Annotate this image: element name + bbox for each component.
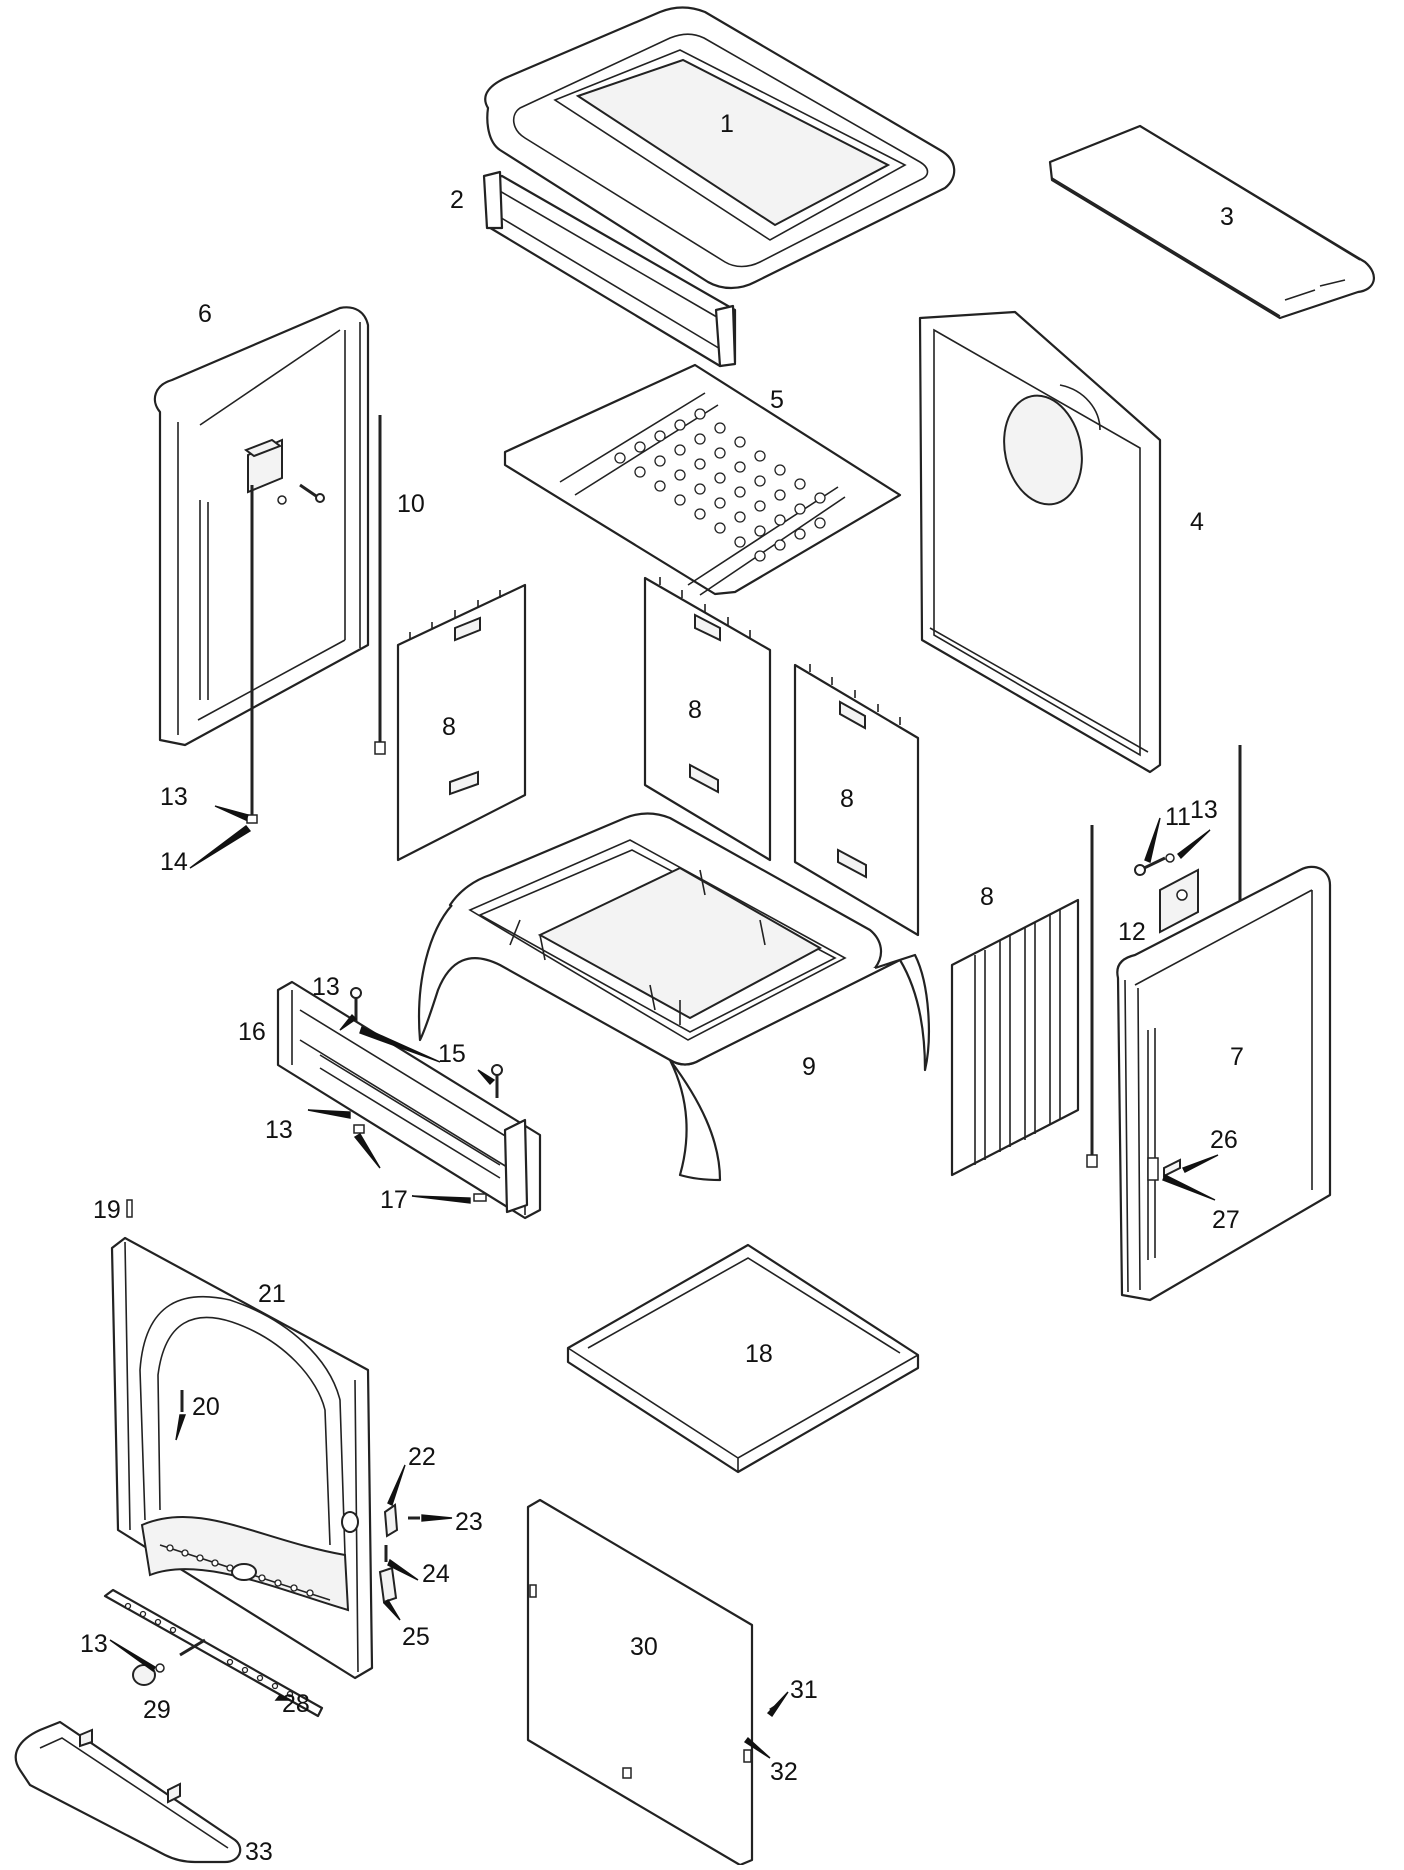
- label-13e: 13: [80, 1630, 108, 1658]
- label-31: 31: [790, 1676, 818, 1704]
- part-9-base: [417, 812, 930, 1182]
- part-15-screw: [350, 987, 503, 1098]
- part-5-grate-plate: [503, 363, 902, 596]
- label-13b: 13: [160, 783, 188, 811]
- part-10-tie-rod: [374, 415, 386, 755]
- label-25: 25: [402, 1623, 430, 1651]
- leader-lines: [109, 805, 1219, 1759]
- label-2: 2: [450, 186, 464, 214]
- label-4: 4: [1190, 508, 1204, 536]
- label-18: 18: [745, 1340, 773, 1368]
- label-17: 17: [380, 1186, 408, 1214]
- label-20: 20: [192, 1393, 220, 1421]
- part-33-fender: [14, 1720, 242, 1864]
- door-vent-holes: [166, 1544, 314, 1597]
- part-8-ribbed-firebrick: [950, 898, 1080, 1177]
- label-8a: 8: [442, 713, 456, 741]
- label-27: 27: [1212, 1206, 1240, 1234]
- label-13c: 13: [312, 973, 340, 1001]
- part-2-rail: [482, 170, 737, 368]
- grate-holes: [614, 408, 826, 562]
- label-3: 3: [1220, 203, 1234, 231]
- label-5: 5: [770, 386, 784, 414]
- label-22: 22: [408, 1443, 436, 1471]
- label-12: 12: [1118, 918, 1146, 946]
- label-23: 23: [455, 1508, 483, 1536]
- part-19-pin: [126, 1199, 133, 1218]
- label-8b: 8: [688, 696, 702, 724]
- part-25-handle: [378, 1566, 398, 1604]
- part-12-bracket: [1159, 868, 1199, 934]
- label-9: 9: [802, 1053, 816, 1081]
- part-8-firebrick-right: [793, 663, 920, 937]
- label-30: 30: [630, 1633, 658, 1661]
- part-18-ash-pan: [566, 1243, 920, 1474]
- part-16-front-frame: [276, 980, 542, 1220]
- part-7-right-side-panel: [1116, 865, 1332, 1302]
- part-11-bolt: [1134, 853, 1175, 876]
- label-6: 6: [198, 300, 212, 328]
- label-21: 21: [258, 1280, 286, 1308]
- part-4-back-panel: [918, 310, 1162, 774]
- label-8c: 8: [840, 785, 854, 813]
- label-24: 24: [422, 1560, 450, 1588]
- part-3-shelf: [1048, 124, 1375, 320]
- label-1: 1: [720, 110, 734, 138]
- part-number-labels: 1 2 3 4 5 6 7 8 8 8 8 9 10 11 12 13 13 1…: [80, 110, 1244, 1866]
- label-14: 14: [160, 848, 188, 876]
- label-7: 7: [1230, 1043, 1244, 1071]
- part-6-left-side-panel: [153, 306, 370, 747]
- part-1-top-plate: [484, 6, 956, 290]
- label-28: 28: [282, 1690, 310, 1718]
- label-19: 19: [93, 1196, 121, 1224]
- label-8d: 8: [980, 883, 994, 911]
- label-13a: 13: [1190, 796, 1218, 824]
- label-13d: 13: [265, 1116, 293, 1144]
- label-29: 29: [143, 1696, 171, 1724]
- label-10: 10: [397, 490, 425, 518]
- part-8-firebrick-center: [643, 576, 772, 862]
- part-21-front-door: [110, 1236, 374, 1680]
- part-8-firebrick-left: [396, 583, 527, 862]
- part-28-air-slide: [103, 1588, 324, 1718]
- label-26: 26: [1210, 1126, 1238, 1154]
- part-22-latch: [383, 1503, 399, 1538]
- part-30-glass-panel: [526, 1498, 754, 1867]
- part-17-pin: [353, 1124, 487, 1202]
- label-15: 15: [438, 1040, 466, 1068]
- label-32: 32: [770, 1758, 798, 1786]
- part-29-knob: [132, 1663, 165, 1686]
- label-11: 11: [1165, 803, 1191, 831]
- label-16: 16: [238, 1018, 266, 1046]
- label-33: 33: [245, 1838, 273, 1865]
